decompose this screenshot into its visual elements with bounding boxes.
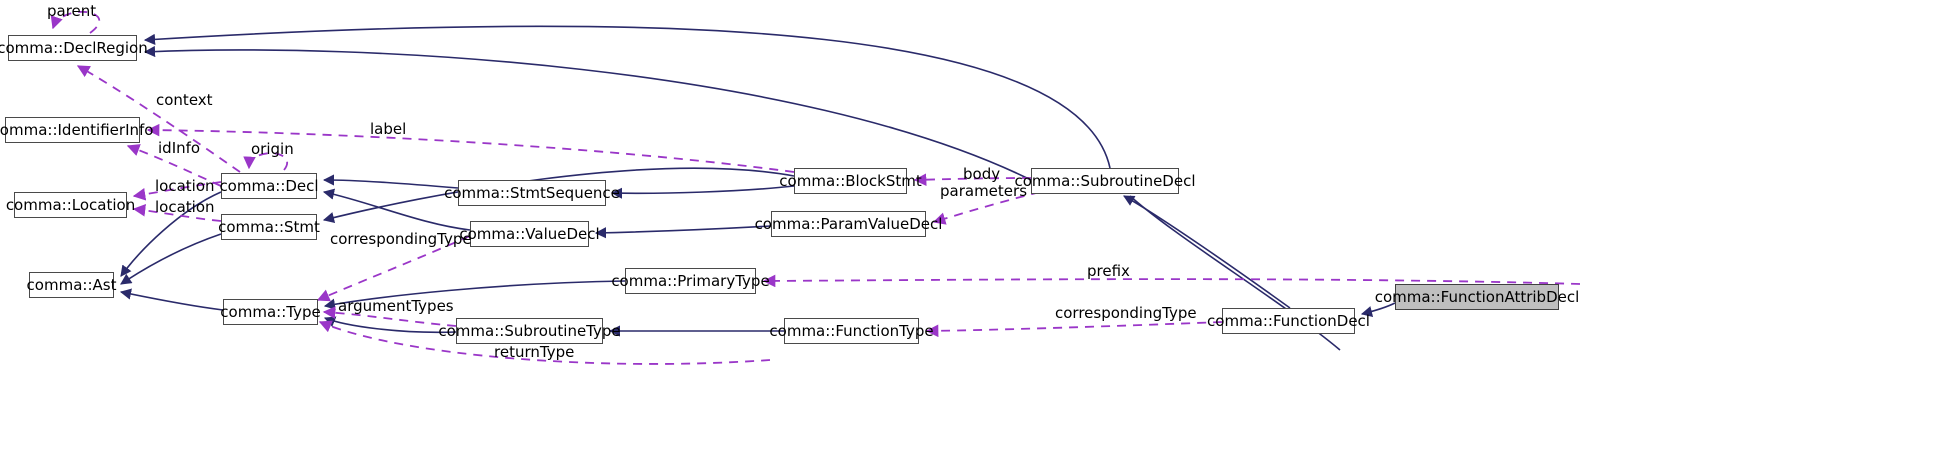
node-comma-subroutinedecl[interactable]: comma::SubroutineDecl: [1015, 168, 1196, 194]
edge-subroutinedecl-blockstmt-body: [913, 173, 1032, 186]
edge-parent-loop: [50, 10, 100, 34]
node-comma-declregion[interactable]: comma::DeclRegion: [0, 35, 148, 61]
node-comma-type[interactable]: comma::Type: [220, 299, 321, 325]
node-comma-primarytype[interactable]: comma::PrimaryType: [611, 268, 770, 294]
edge-decl-ast: [120, 191, 222, 277]
node-label: comma::FunctionAttribDecl: [1374, 288, 1580, 306]
edge-functiondecl-functiontype-correspondingtype: [925, 321, 1223, 338]
edge-subroutinetype-type-argumenttypes: [322, 306, 457, 327]
node-label: comma::SubroutineDecl: [1014, 172, 1196, 190]
edge-label-context: context: [156, 91, 213, 109]
edge-origin-loop: [243, 152, 288, 171]
node-label: comma::StmtSequence: [444, 184, 620, 202]
node-label: comma::BlockStmt: [779, 172, 922, 190]
edge-stmtsequence-decl: [322, 174, 459, 189]
node-label: comma::IdentifierInfo: [0, 121, 154, 139]
node-label: comma::Decl: [219, 177, 319, 195]
node-label: comma::DeclRegion: [0, 39, 148, 57]
edge-label-parent: parent: [47, 2, 97, 20]
edge-subroutinedecl-paramvaluedecl-parameters: [932, 191, 1041, 225]
edge-label-returntype: returnType: [494, 343, 575, 361]
node-comma-paramvaluedecl[interactable]: comma::ParamValueDecl: [755, 211, 942, 237]
node-comma-functiondecl[interactable]: comma::FunctionDecl: [1207, 308, 1370, 334]
node-label: comma::PrimaryType: [611, 272, 770, 290]
edge-label-idinfo: idInfo: [158, 139, 201, 157]
edge-paramvaluedecl-valuedecl: [594, 225, 772, 239]
node-label: comma::FunctionType: [769, 322, 934, 340]
edge-label-label: label: [370, 120, 407, 138]
node-comma-ast[interactable]: comma::Ast: [26, 272, 117, 298]
edge-valuedecl-decl: [322, 188, 471, 231]
edge-primarytype-type: [323, 280, 626, 310]
node-comma-blockstmt[interactable]: comma::BlockStmt: [779, 168, 922, 194]
node-comma-functiontype[interactable]: comma::FunctionType: [769, 318, 934, 344]
edge-decl-identifierinfo-idinfo: [126, 144, 222, 187]
node-comma-stmt[interactable]: comma::Stmt: [218, 214, 320, 240]
node-label: comma::FunctionDecl: [1207, 312, 1370, 330]
edge-label-location-upper: location: [155, 177, 215, 195]
edge-label-prefix: prefix: [1087, 262, 1130, 280]
edge-blockstmt-identifierinfo-label: [146, 123, 795, 173]
edge-label-location-lower: location: [155, 198, 215, 216]
edge-functionattrib-primarytype-prefix: [762, 274, 1581, 288]
node-label: comma::Location: [5, 196, 136, 214]
inheritance-edges: [119, 25, 1396, 351]
node-label: comma::Ast: [26, 276, 117, 294]
edge-subroutinetype-type-returntype: [318, 320, 771, 365]
node-label: comma::Type: [220, 303, 321, 321]
usage-edges: [50, 10, 1581, 365]
edge-functiondecl-subroutinedecl: [1123, 195, 1291, 309]
node-label: comma::ParamValueDecl: [754, 215, 943, 233]
node-comma-valuedecl[interactable]: comma::ValueDecl: [459, 221, 600, 247]
edge-stmt-ast: [120, 233, 222, 285]
edge-valuedecl-type-correspondingtype: [316, 235, 471, 302]
edge-subroutinedecl-declregion-2: [143, 45, 1032, 181]
edge-blockstmt-stmtsequence: [610, 185, 795, 199]
edge-label-argumenttypes: argumentTypes: [338, 297, 454, 315]
node-comma-location[interactable]: comma::Location: [6, 192, 135, 218]
node-comma-functionattribdecl[interactable]: comma::FunctionAttribDecl: [1375, 284, 1579, 310]
node-label: comma::ValueDecl: [459, 225, 600, 243]
node-comma-stmtsequence[interactable]: comma::StmtSequence: [444, 180, 620, 206]
node-comma-subroutinetype[interactable]: comma::SubroutineType: [438, 318, 621, 344]
node-label: comma::SubroutineType: [438, 322, 621, 340]
edge-functionattrib-functiondecl: [1360, 302, 1396, 317]
edge-type-ast: [119, 288, 224, 311]
edge-subroutinedecl-declregion: [143, 25, 1111, 169]
edge-blockstmt-stmt: [322, 167, 795, 223]
edge-label-origin: origin: [251, 140, 294, 158]
edge-label-correspondingtype-valuedecl: correspondingType: [330, 230, 472, 248]
edge-subroutinetype-type: [323, 316, 457, 334]
edge-label-parameters: parameters: [940, 182, 1028, 200]
node-comma-identifierinfo[interactable]: comma::IdentifierInfo: [0, 117, 153, 143]
edge-label-body: body: [963, 165, 1001, 183]
node-label: comma::Stmt: [218, 218, 320, 236]
edge-label-correspondingtype-functiondecl: correspondingType: [1055, 304, 1197, 322]
node-comma-decl[interactable]: comma::Decl: [219, 173, 319, 199]
